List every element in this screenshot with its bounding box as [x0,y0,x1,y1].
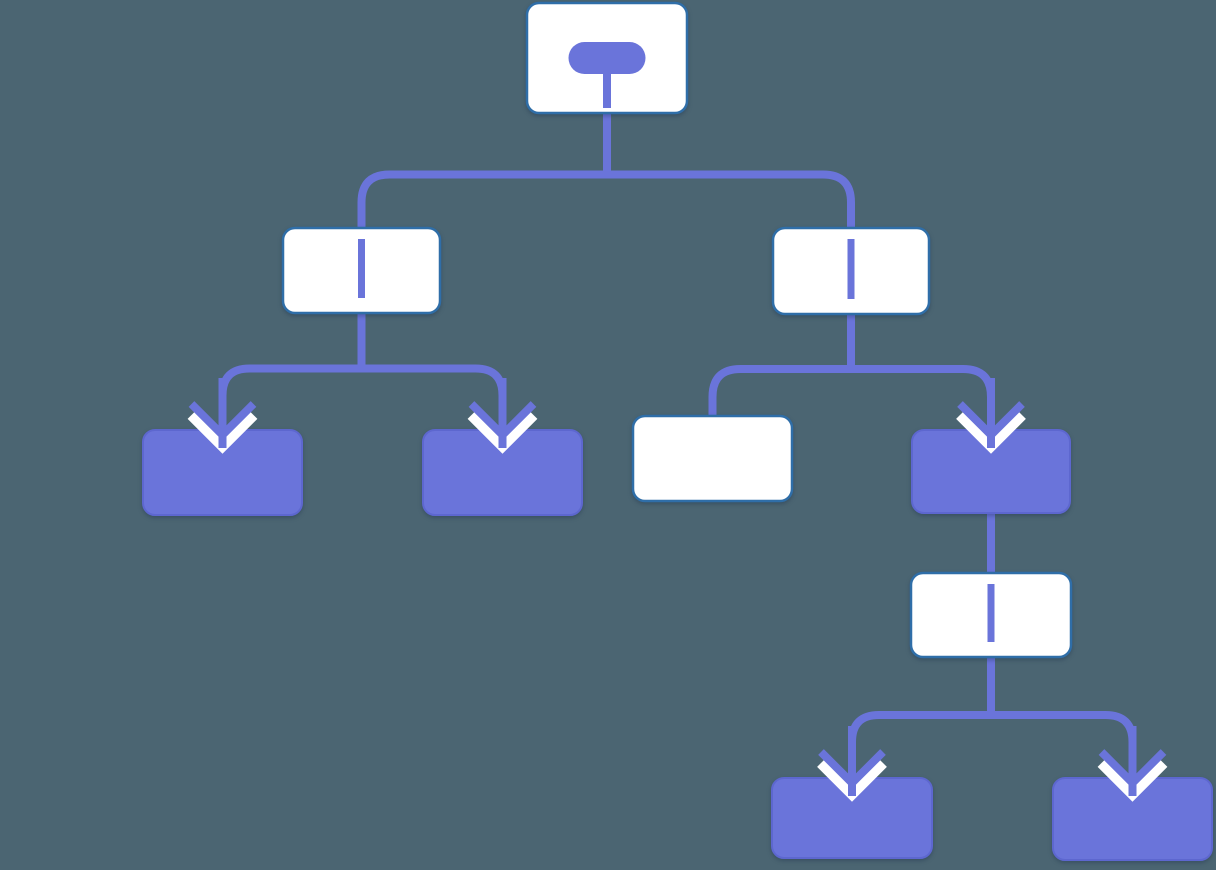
arrow-chevron-icon [468,401,537,441]
node-root [525,1,689,115]
node-leaf-white [631,414,794,503]
arrow-chevron-icon [818,749,886,789]
topic-pill-icon [568,42,646,74]
drop-arrow-icon [467,378,538,454]
connector-root-split [357,113,855,232]
pass-through-line-icon [987,584,995,642]
drop-arrow-icon [817,726,887,802]
topic-stem-icon [603,72,611,108]
drop-arrow-icon [956,378,1026,454]
arrow-chevron-icon [957,401,1025,441]
pass-through-line-icon [847,239,855,299]
drop-arrow-icon [1097,726,1168,802]
arrow-chevron-icon [1098,749,1167,789]
right-white-leaf-node[interactable] [631,414,794,503]
drop-arrow-icon [187,378,258,454]
node-branch-left [281,226,442,315]
pass-through-line-icon [358,239,365,298]
arrow-layer [187,378,1168,802]
node-layer [142,1,1213,861]
arrow-chevron-icon [188,401,257,441]
node-branch-right [771,226,931,316]
node-pass-2 [909,571,1073,659]
